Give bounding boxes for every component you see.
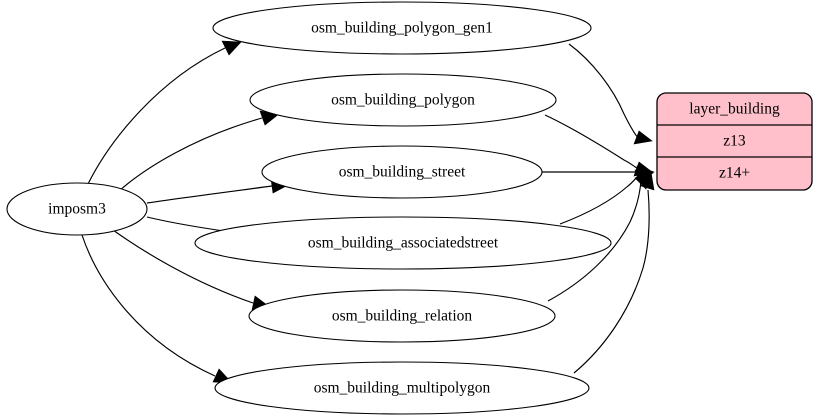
osm-building-polygon-label: osm_building_polygon	[331, 92, 475, 109]
osm-building-multipolygon-label: osm_building_multipolygon	[314, 380, 491, 397]
imposm3-label: imposm3	[48, 201, 106, 218]
osm-building-polygon-gen1-label: osm_building_polygon_gen1	[311, 20, 493, 37]
edge-polygon-to-z14plus	[544, 114, 653, 177]
edge-imposm3-to-polygon-gen1	[87, 40, 242, 185]
osm-building-relation-label: osm_building_relation	[332, 308, 473, 325]
node-osm-building-street[interactable]: osm_building_street	[261, 145, 543, 199]
edge-imposm3-to-polygon	[118, 110, 280, 192]
node-osm-building-polygon[interactable]: osm_building_polygon	[249, 73, 557, 127]
layer-building-z13-label: z13	[723, 133, 746, 150]
osm-building-polygon-gen1-ellipse[interactable]	[212, 1, 592, 55]
edge-polygon-gen1-to-z13	[568, 43, 653, 145]
layer-building-box[interactable]	[656, 92, 813, 191]
node-layer-building[interactable]: layer_building z13 z14+	[656, 92, 813, 191]
node-osm-building-associatedstreet[interactable]: osm_building_associatedstreet	[194, 216, 612, 270]
node-imposm3[interactable]: imposm3	[6, 182, 148, 236]
edge-multipolygon-to-z14plus	[573, 171, 655, 374]
osm-building-polygon-ellipse[interactable]	[249, 73, 557, 127]
osm-building-street-ellipse[interactable]	[261, 145, 543, 199]
node-osm-building-multipolygon[interactable]: osm_building_multipolygon	[214, 361, 590, 415]
osm-building-associatedstreet-ellipse[interactable]	[194, 216, 612, 270]
edge-imposm3-to-street	[146, 178, 291, 204]
layer-building-name-label: layer_building	[689, 101, 780, 118]
osm-building-relation-ellipse[interactable]	[248, 289, 556, 343]
osm-building-multipolygon-ellipse[interactable]	[214, 361, 590, 415]
osm-building-associatedstreet-label: osm_building_associatedstreet	[308, 235, 499, 252]
imposm3-ellipse[interactable]	[6, 182, 148, 236]
layer-building-z14plus-label: z14+	[719, 165, 750, 182]
node-osm-building-relation[interactable]: osm_building_relation	[248, 289, 556, 343]
edge-imposm3-to-multipolygon	[81, 234, 233, 384]
edge-group-tables-to-layer	[542, 43, 655, 374]
osm-building-street-label: osm_building_street	[339, 164, 466, 181]
node-osm-building-polygon-gen1[interactable]: osm_building_polygon_gen1	[212, 1, 592, 55]
